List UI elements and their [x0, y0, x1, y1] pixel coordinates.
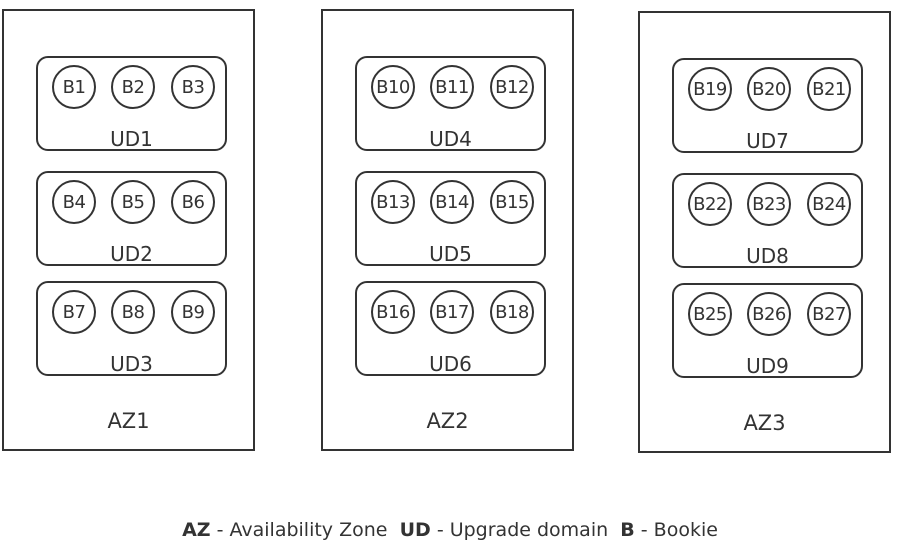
legend-meaning-b: - Bookie	[640, 519, 718, 541]
upgrade-domain-label: UD9	[746, 354, 789, 378]
legend-meaning-az: - Availability Zone	[216, 519, 388, 541]
bookie-node: B17	[430, 290, 474, 334]
bookie-node: B18	[490, 290, 534, 334]
bookie-node: B21	[807, 67, 851, 111]
legend: AZ - Availability Zone UD - Upgrade doma…	[0, 519, 900, 541]
availability-zone-label: AZ1	[107, 409, 150, 433]
bookie-node: B20	[747, 67, 791, 111]
upgrade-domain-label: UD8	[746, 244, 789, 268]
upgrade-domain-3: B7 B8 B9 UD3	[36, 281, 227, 376]
upgrade-domain-6: B16 B17 B18 UD6	[355, 281, 546, 376]
upgrade-domain-4: B10 B11 B12 UD4	[355, 56, 546, 151]
legend-abbr-ud: UD	[399, 519, 431, 541]
bookie-node: B7	[52, 290, 96, 334]
availability-zone-2: B10 B11 B12 UD4 B13 B14 B15 UD5 B16 B17 …	[321, 9, 574, 451]
legend-abbr-b: B	[620, 519, 635, 541]
bookie-node: B26	[747, 292, 791, 336]
upgrade-domain-label: UD4	[429, 127, 472, 151]
upgrade-domain-1: B1 B2 B3 UD1	[36, 56, 227, 151]
upgrade-domain-label: UD1	[110, 127, 153, 151]
bookie-node: B22	[688, 182, 732, 226]
bookie-node: B27	[807, 292, 851, 336]
bookie-node: B11	[430, 65, 474, 109]
bookie-node: B1	[52, 65, 96, 109]
bookie-node: B25	[688, 292, 732, 336]
bookie-node: B23	[747, 182, 791, 226]
bookie-node: B24	[807, 182, 851, 226]
bookie-node: B8	[111, 290, 155, 334]
bookie-node: B6	[171, 180, 215, 224]
bookie-node: B13	[371, 180, 415, 224]
upgrade-domain-label: UD2	[110, 242, 153, 266]
bookie-node: B10	[371, 65, 415, 109]
bookie-node: B16	[371, 290, 415, 334]
upgrade-domain-5: B13 B14 B15 UD5	[355, 171, 546, 266]
bookie-node: B15	[490, 180, 534, 224]
upgrade-domain-label: UD5	[429, 242, 472, 266]
bookie-node: B14	[430, 180, 474, 224]
bookie-node: B3	[171, 65, 215, 109]
upgrade-domain-label: UD3	[110, 352, 153, 376]
bookie-node: B5	[111, 180, 155, 224]
availability-zone-label: AZ2	[426, 409, 469, 433]
availability-zone-label: AZ3	[743, 411, 786, 435]
legend-abbr-az: AZ	[182, 519, 211, 541]
upgrade-domain-label: UD7	[746, 129, 789, 153]
upgrade-domain-8: B22 B23 B24 UD8	[672, 173, 863, 268]
bookie-node: B12	[490, 65, 534, 109]
upgrade-domain-label: UD6	[429, 352, 472, 376]
bookie-node: B4	[52, 180, 96, 224]
upgrade-domain-7: B19 B20 B21 UD7	[672, 58, 863, 153]
bookie-node: B9	[171, 290, 215, 334]
upgrade-domain-9: B25 B26 B27 UD9	[672, 283, 863, 378]
availability-zone-1: B1 B2 B3 UD1 B4 B5 B6 UD2 B7 B8 B9 UD3 A…	[2, 9, 255, 451]
bookie-node: B19	[688, 67, 732, 111]
upgrade-domain-2: B4 B5 B6 UD2	[36, 171, 227, 266]
legend-meaning-ud: - Upgrade domain	[436, 519, 609, 541]
availability-zone-3: B19 B20 B21 UD7 B22 B23 B24 UD8 B25 B26 …	[638, 11, 891, 453]
bookie-node: B2	[111, 65, 155, 109]
